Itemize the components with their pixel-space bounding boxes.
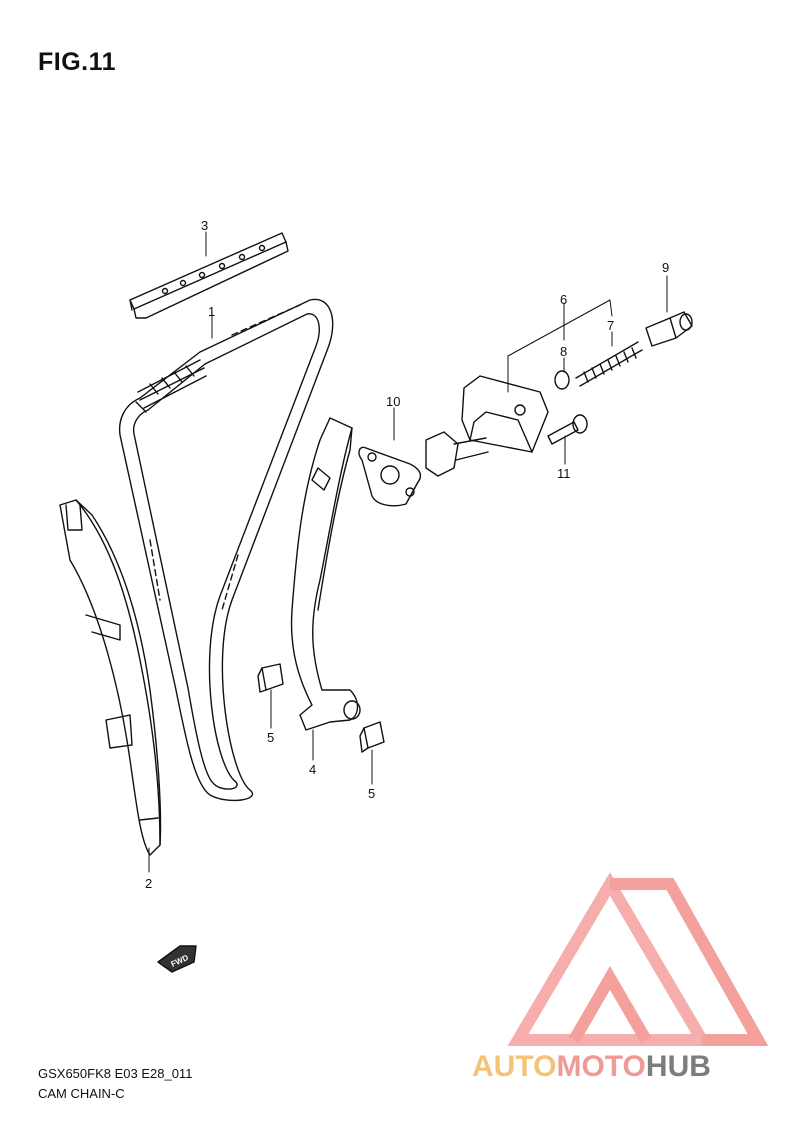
callout-5-right: 5 xyxy=(368,786,375,801)
callout-11: 11 xyxy=(557,466,571,481)
brand-part-auto: AUTO xyxy=(472,1050,557,1083)
callout-1: 1 xyxy=(208,304,215,319)
figure-title: FIG.11 xyxy=(38,48,117,76)
chain-guide-top xyxy=(129,232,289,319)
callout-8: 8 xyxy=(560,344,567,359)
tensioner-body xyxy=(425,375,549,477)
tensioner-bolt xyxy=(547,414,588,445)
chain-guide-rear xyxy=(290,417,361,731)
cam-chain xyxy=(118,298,334,802)
tensioner-gasket xyxy=(358,446,422,507)
fwd-arrow-icon xyxy=(157,945,197,973)
brand-part-moto: MOTO xyxy=(556,1050,646,1083)
model-code: GSX650FK8 E03 E28_011 xyxy=(38,1066,193,1081)
plug-bolt xyxy=(645,311,693,347)
damper-right xyxy=(359,721,385,753)
callout-10: 10 xyxy=(386,394,400,409)
tensioner-spring xyxy=(575,341,643,387)
watermark-logo-icon xyxy=(507,872,769,1046)
callout-3: 3 xyxy=(201,218,208,233)
callout-2: 2 xyxy=(145,876,152,891)
washer xyxy=(554,370,570,390)
callout-6: 6 xyxy=(560,292,567,307)
group-name: CAM CHAIN-C xyxy=(38,1086,125,1101)
chain-guide-front xyxy=(59,499,162,856)
damper-left xyxy=(257,663,284,693)
leader-lines xyxy=(148,231,668,873)
callout-7: 7 xyxy=(607,318,614,333)
callout-9: 9 xyxy=(662,260,669,275)
callout-5-left: 5 xyxy=(267,730,274,745)
brand-part-hub: HUB xyxy=(645,1050,711,1083)
watermark-brand: AUTOMOTOHUB xyxy=(472,1050,711,1084)
callout-4: 4 xyxy=(309,762,316,777)
